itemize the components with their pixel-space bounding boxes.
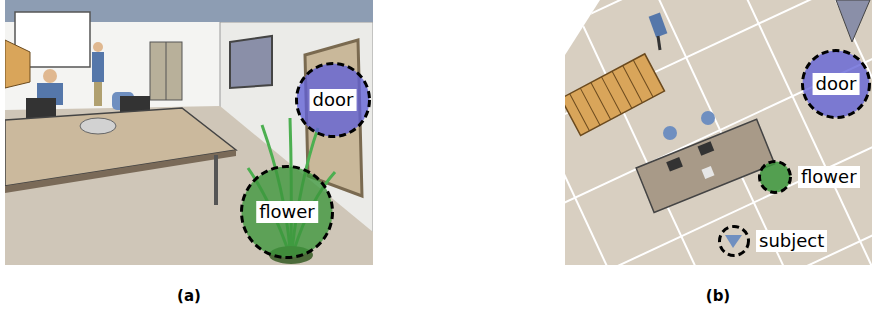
annotation-circle: door — [295, 62, 371, 138]
person-standing — [649, 13, 668, 38]
annotation-circle: flower — [240, 165, 334, 259]
person-top — [663, 126, 677, 140]
person-head — [43, 69, 57, 83]
panel-caption: (b) — [706, 287, 730, 305]
perspective-view — [5, 0, 373, 265]
circle-label: flower — [256, 201, 318, 223]
person-body — [92, 52, 104, 82]
laptop — [666, 157, 683, 172]
panel-caption: (a) — [177, 287, 201, 305]
person-legs — [94, 82, 102, 106]
circle-shape — [720, 227, 749, 256]
tile-line — [623, 0, 834, 320]
annotation-circle: flower — [758, 160, 792, 194]
table-leg — [214, 155, 218, 205]
top-view — [333, 0, 872, 320]
circle-label: flower — [798, 166, 860, 188]
tile-line — [396, 0, 872, 193]
circle-label: door — [813, 73, 860, 95]
table-top — [636, 119, 775, 212]
circle-outline — [718, 225, 750, 257]
phone — [80, 118, 116, 134]
staircase — [5, 40, 30, 88]
annotation-circle: subject — [718, 225, 750, 257]
tile-line — [430, 0, 872, 265]
annotation-circle: door — [801, 49, 871, 119]
person-legs — [658, 36, 660, 50]
circle-shape — [242, 167, 333, 258]
cabinet-seam — [166, 42, 167, 100]
circle-label: subject — [756, 230, 827, 252]
circle-outline — [758, 160, 792, 194]
circle-label: door — [310, 89, 357, 111]
laptop — [26, 98, 56, 118]
table — [636, 119, 775, 212]
floor-tiles — [333, 0, 872, 320]
circle-shape — [760, 162, 791, 193]
circle-shape — [803, 51, 870, 118]
back-wall — [5, 0, 373, 265]
tile-line — [840, 0, 872, 273]
cabinet — [150, 42, 182, 100]
window — [836, 0, 870, 42]
laptop — [698, 141, 715, 156]
table-edge — [5, 150, 236, 193]
stairs — [561, 54, 665, 136]
staircase — [561, 54, 665, 136]
person-head — [93, 42, 103, 52]
person-top — [701, 111, 715, 125]
window — [230, 36, 272, 88]
circle-shape — [297, 64, 370, 137]
step — [633, 60, 653, 97]
phone — [701, 166, 714, 179]
tile-line — [405, 23, 616, 320]
